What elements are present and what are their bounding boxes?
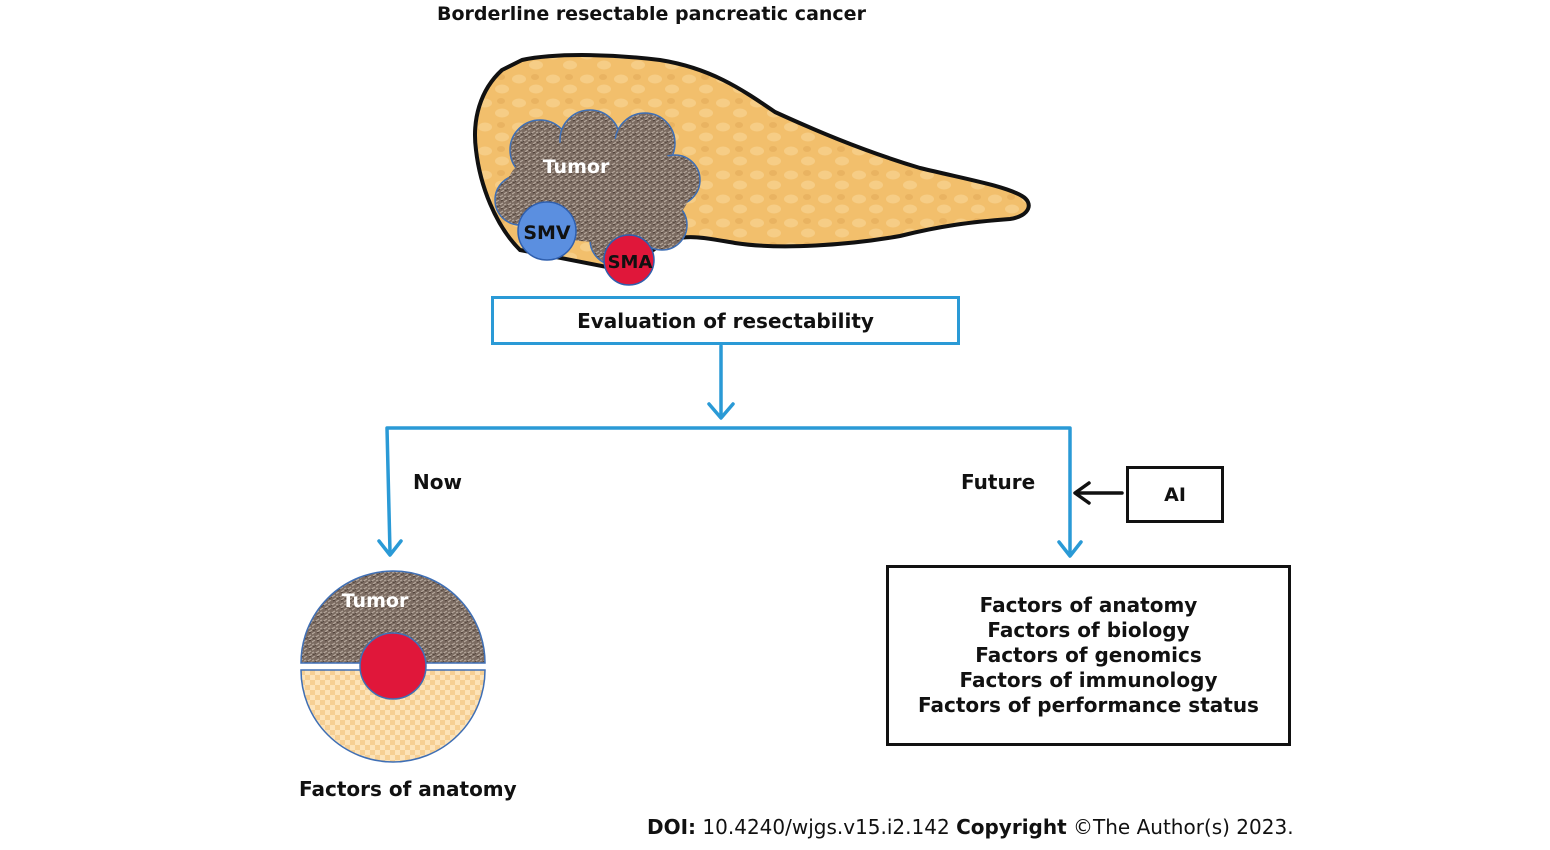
flow-connectors — [377, 344, 1083, 558]
sma-vessel — [603, 234, 655, 286]
ai-arrow — [1073, 481, 1124, 505]
ai-label: AI — [1164, 483, 1186, 506]
tumor-label: Tumor — [543, 156, 610, 178]
factor-item: Factors of genomics — [975, 643, 1202, 667]
factor-item: Factors of biology — [987, 618, 1190, 642]
factor-item: Factors of performance status — [918, 693, 1259, 717]
future-label: Future — [961, 470, 1036, 494]
evaluation-box: Evaluation of resectability — [491, 296, 960, 345]
vessel-circle — [359, 632, 427, 700]
ai-box: AI — [1126, 466, 1224, 523]
doi-value: 10.4240/wjgs.v15.i2.142 — [702, 815, 950, 839]
factor-item: Factors of anatomy — [979, 593, 1198, 617]
smv-vessel — [517, 201, 577, 261]
smv-label: SMV — [523, 222, 571, 244]
factor-item: Factors of immunology — [959, 668, 1218, 692]
now-tumor-label: Tumor — [342, 590, 409, 612]
doi-label: DOI: — [647, 815, 697, 839]
sma-label: SMA — [608, 252, 653, 273]
evaluation-label: Evaluation of resectability — [577, 308, 874, 333]
doi-footer: DOI: 10.4240/wjgs.v15.i2.142 Copyright ©… — [647, 815, 1294, 839]
now-anatomy-circle — [300, 570, 486, 763]
copyright-value: ©The Author(s) 2023. — [1073, 815, 1294, 839]
future-factors-box: Factors of anatomy Factors of biology Fa… — [886, 565, 1291, 746]
now-label: Now — [413, 470, 462, 494]
copyright-label: Copyright — [956, 815, 1067, 839]
diagram-title: Borderline resectable pancreatic cancer — [437, 3, 866, 25]
now-caption: Factors of anatomy — [299, 777, 517, 801]
